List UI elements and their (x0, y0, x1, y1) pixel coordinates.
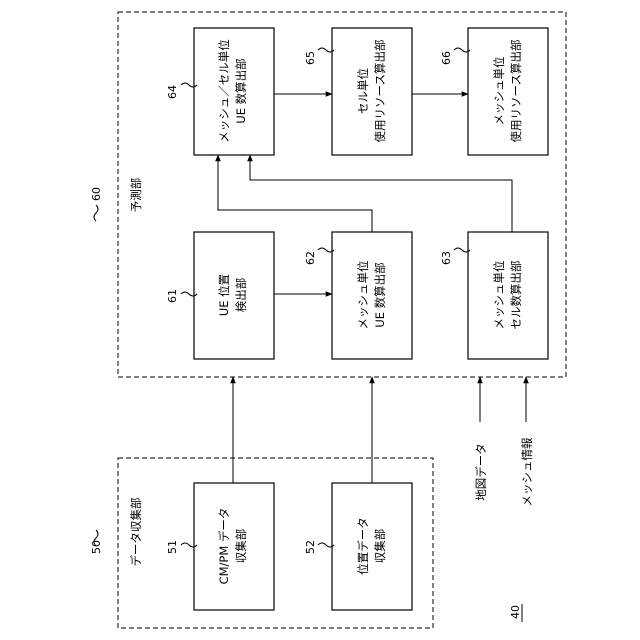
mesh-info-label: メッシュ情報 (520, 437, 534, 506)
block-61-line1: UE 位置 (217, 274, 231, 316)
block-63-line1: メッシュ単位 (492, 261, 506, 330)
block-52 (332, 483, 412, 610)
prediction-group-ref: 60 (90, 187, 103, 201)
arrow-62-to-64 (218, 155, 372, 232)
prediction-group-label: 予測部 (129, 178, 143, 213)
block-52-ref: 52 (304, 540, 317, 554)
block-66-line1: メッシュ単位 (492, 57, 506, 126)
block-65-line2: 使用リソース算出部 (373, 40, 387, 143)
block-52-line2: 収集部 (373, 529, 387, 564)
block-66-line2: 使用リソース算出部 (509, 40, 523, 143)
block-66 (468, 28, 548, 155)
block-64-ref: 64 (166, 85, 179, 99)
block-51-line2: 収集部 (234, 529, 248, 564)
block-62-ref: 62 (304, 251, 317, 265)
arrow-63-to-64 (250, 155, 512, 232)
collection-group-label: データ収集部 (129, 498, 143, 567)
collection-group-ref: 50 (90, 540, 103, 554)
block-64-line1: メッシュ／セル単位 (217, 39, 231, 143)
block-62-line1: メッシュ単位 (356, 261, 370, 330)
block-65-line1: セル単位 (356, 68, 370, 114)
block-61-line2: 検出部 (234, 278, 248, 313)
block-65 (332, 28, 412, 155)
block-65-ref: 65 (304, 51, 317, 65)
block-63-line2: セル数算出部 (509, 261, 523, 330)
block-51-line1: CM/PM データ (217, 508, 231, 585)
prediction-ref-leader (94, 205, 98, 221)
block-61-ref: 61 (166, 289, 179, 303)
block-63 (468, 232, 548, 359)
block-63-ref: 63 (440, 251, 453, 265)
block-62 (332, 232, 412, 359)
block-64-line2: UE 数算出部 (234, 58, 248, 123)
figure-ref: 40 (509, 605, 522, 619)
map-data-label: 地図データ (474, 443, 488, 501)
block-62-line2: UE 数算出部 (373, 262, 387, 327)
block-66-ref: 66 (440, 51, 453, 65)
block-52-line1: 位置データ (356, 517, 370, 575)
block-51-ref: 51 (166, 540, 179, 554)
